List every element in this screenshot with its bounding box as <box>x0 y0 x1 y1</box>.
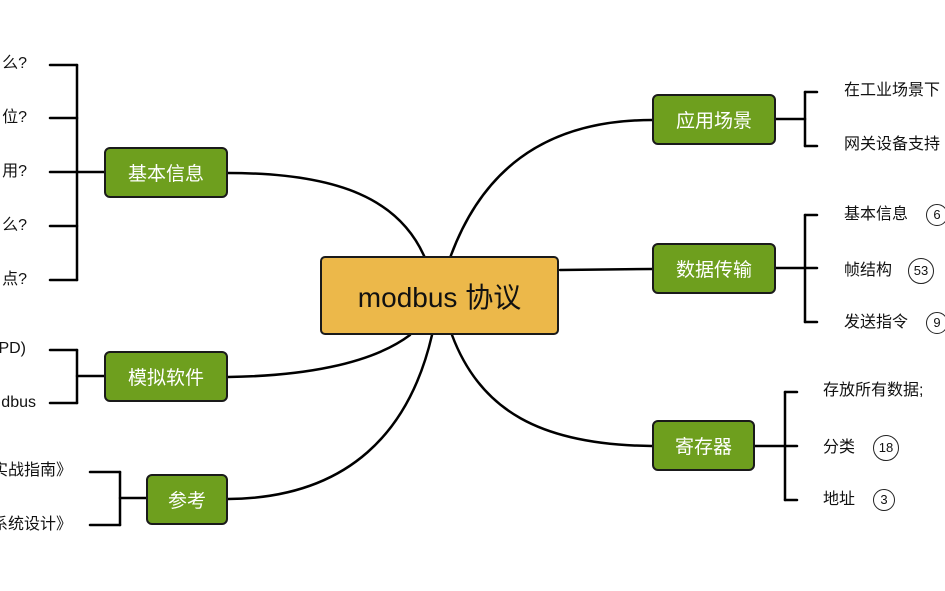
leaf-count-badge: 9 <box>926 312 945 334</box>
leaf-transfer-2[interactable]: 帧结构 53 <box>844 258 935 284</box>
leaf-text: 基本信息 <box>844 206 909 223</box>
branch-application-node[interactable]: 应用场景 <box>652 94 776 145</box>
leaf-text: 点? <box>2 271 27 288</box>
leaf-text: 用? <box>2 163 27 180</box>
central-topic-label: modbus 协议 <box>357 281 522 313</box>
leaf-transfer-3[interactable]: 发送指令 9 <box>844 312 945 334</box>
leaf-text: 么? <box>2 217 27 234</box>
leaf-text: 么? <box>2 55 27 72</box>
leaf-text: 位? <box>2 109 27 126</box>
leaf-count-badge: 3 <box>873 489 896 511</box>
leaf-simulation-1[interactable]: PD) <box>0 339 26 359</box>
leaf-text: 在工业场景下 <box>844 82 941 99</box>
leaf-text: 帧结构 <box>844 262 893 279</box>
leaf-application-2[interactable]: 网关设备支持 <box>844 135 940 155</box>
leaf-register-1[interactable]: 存放所有数据; <box>823 381 923 401</box>
leaf-text: 存放所有数据; <box>823 382 924 399</box>
branch-register-node[interactable]: 寄存器 <box>652 420 755 471</box>
leaf-count-badge: 6 <box>926 204 945 226</box>
leaf-text: 系统设计》 <box>0 516 72 533</box>
leaf-basic-info-4[interactable]: 么? <box>2 216 27 236</box>
central-topic-node[interactable]: modbus 协议 <box>320 256 559 335</box>
leaf-basic-info-5[interactable]: 点? <box>2 270 27 290</box>
leaf-basic-info-2[interactable]: 位? <box>2 108 27 128</box>
branch-application-label: 应用场景 <box>675 111 752 132</box>
leaf-application-1[interactable]: 在工业场景下 <box>844 81 940 101</box>
connector-register <box>450 333 654 448</box>
leaf-count-badge: 53 <box>908 258 935 284</box>
leaf-text: PD) <box>0 340 26 357</box>
leaf-count-badge: 18 <box>873 435 900 461</box>
leaf-text: 分类 <box>823 439 856 456</box>
leaf-basic-info-1[interactable]: 么? <box>2 54 27 74</box>
leaf-text: 实战指南》 <box>0 462 72 479</box>
branch-basic-info-label: 基本信息 <box>127 164 204 185</box>
leaf-register-3[interactable]: 地址 3 <box>823 489 896 511</box>
leaf-text: dbus <box>1 394 36 411</box>
branch-simulation-label: 模拟软件 <box>127 368 204 389</box>
branch-reference-node[interactable]: 参考 <box>146 474 228 525</box>
leaf-simulation-2[interactable]: dbus <box>1 393 36 413</box>
connector-application <box>448 118 654 260</box>
leaf-register-2[interactable]: 分类 18 <box>823 435 900 461</box>
leaf-text: 地址 <box>823 491 856 508</box>
leaf-text: 发送指令 <box>844 314 909 331</box>
leaf-basic-info-3[interactable]: 用? <box>2 162 27 182</box>
branch-register-label: 寄存器 <box>674 437 732 458</box>
connector-reference <box>226 333 434 501</box>
branch-transfer-node[interactable]: 数据传输 <box>652 243 776 294</box>
branch-basic-info-node[interactable]: 基本信息 <box>104 147 228 198</box>
leaf-transfer-1[interactable]: 基本信息 6 <box>844 204 945 226</box>
connector-basic-info <box>226 171 427 260</box>
connector-simulation <box>226 333 412 379</box>
leaf-text: 网关设备支持 <box>844 136 941 153</box>
connector-transfer <box>558 267 654 272</box>
leaf-reference-1[interactable]: 实战指南》 <box>0 461 72 481</box>
branch-transfer-label: 数据传输 <box>675 260 752 281</box>
branch-simulation-node[interactable]: 模拟软件 <box>104 351 228 402</box>
branch-reference-label: 参考 <box>167 491 206 512</box>
leaf-reference-2[interactable]: 系统设计》 <box>0 515 72 535</box>
